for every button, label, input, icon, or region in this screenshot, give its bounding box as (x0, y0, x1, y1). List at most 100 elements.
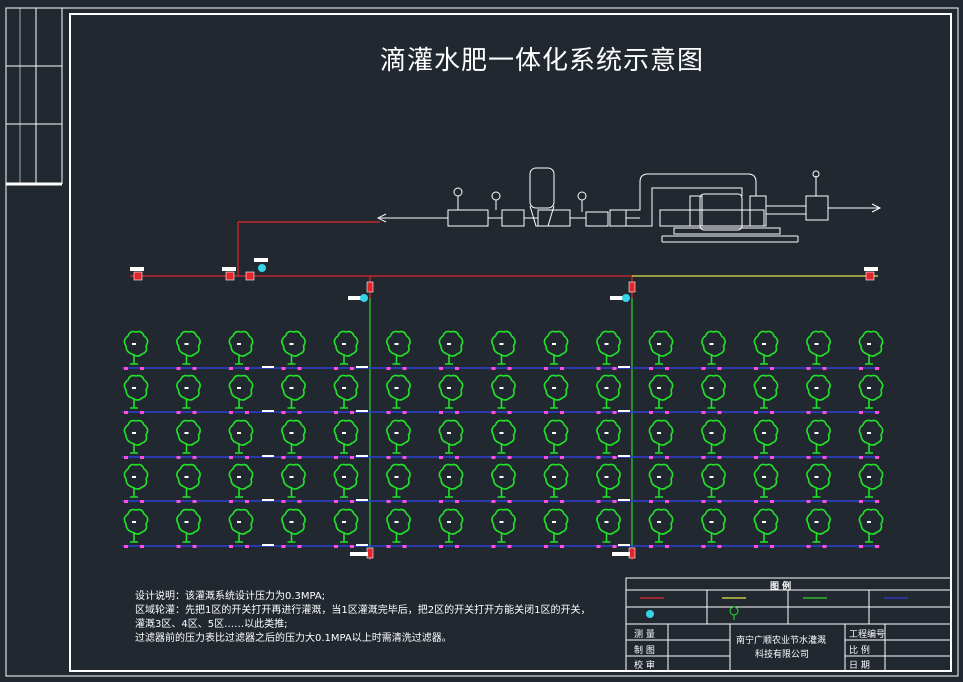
dripper-icon (665, 456, 669, 459)
tb-right2: 比 例 (849, 646, 870, 656)
tree-icon (753, 330, 779, 365)
dripper-icon (124, 456, 128, 459)
dripper-icon (859, 367, 863, 370)
tree-icon (701, 463, 726, 498)
tree-tag (447, 476, 451, 478)
dripper-icon (507, 367, 512, 370)
tree-tag (814, 343, 819, 345)
dripper-icon (245, 500, 249, 503)
dripper-icon (701, 411, 706, 414)
dripper-icon (596, 456, 601, 459)
lateral-tag (356, 410, 368, 412)
dripper-icon (140, 367, 144, 370)
tree-tag (762, 521, 766, 523)
dripper-icon (439, 545, 443, 548)
tree-tag (657, 343, 661, 345)
dripper-icon (491, 500, 496, 503)
dripper-icon (402, 367, 407, 370)
dripper-icon (665, 367, 669, 370)
tree-icon (228, 330, 254, 365)
tree-tag (132, 432, 136, 434)
tree-tag (237, 387, 241, 389)
dripper-icon (770, 367, 774, 370)
tree-icon (806, 419, 831, 454)
dripper-icon (875, 367, 879, 370)
dripper-icon (649, 500, 653, 503)
tree-tag (447, 521, 451, 523)
tree-icon (123, 419, 149, 454)
dripper-icon (822, 456, 827, 459)
tree-icon (123, 463, 149, 498)
dripper-icon (124, 367, 128, 370)
dripper-icon (192, 411, 197, 414)
tree-icon (386, 419, 411, 454)
tree-icon (281, 419, 306, 454)
tree-icon (648, 419, 674, 454)
tree-tag (762, 387, 766, 389)
tree-tag (394, 343, 399, 345)
tree-icon (176, 374, 201, 409)
tree-icon (596, 508, 621, 543)
tree-icon (281, 330, 306, 365)
dripper-icon (560, 456, 564, 459)
tree-icon (386, 508, 411, 543)
dripper-icon (297, 545, 302, 548)
inner-border (69, 13, 952, 672)
tree-icon (438, 419, 464, 454)
dripper-icon (334, 500, 338, 503)
dripper-icon (770, 545, 774, 548)
tree-tag (814, 476, 819, 478)
tree-icon (176, 419, 201, 454)
tree-tag (289, 387, 294, 389)
tree-icon (858, 374, 884, 409)
dripper-icon (245, 411, 249, 414)
dripper-icon (560, 545, 564, 548)
dripper-icon (665, 500, 669, 503)
tree-tag (552, 387, 556, 389)
dripper-icon (507, 456, 512, 459)
tree-tag (867, 476, 871, 478)
tree-icon (386, 463, 411, 498)
tree-icon (543, 419, 569, 454)
tree-tag (867, 521, 871, 523)
dripper-icon (140, 456, 144, 459)
dripper-icon (455, 367, 459, 370)
tree-tag (394, 476, 399, 478)
dripper-icon (806, 367, 811, 370)
tree-icon (123, 374, 149, 409)
dripper-icon (649, 367, 653, 370)
tree-icon (386, 330, 411, 365)
tree-tag (394, 521, 399, 523)
tree-icon (176, 508, 201, 543)
dripper-icon (859, 456, 863, 459)
tree-tag (604, 343, 609, 345)
tree-icon (596, 463, 621, 498)
dripper-icon (806, 456, 811, 459)
dripper-icon (491, 456, 496, 459)
tree-tag (814, 387, 819, 389)
diagram-title: 滴灌水肥一体化系统示意图 (380, 46, 705, 76)
dripper-icon (701, 500, 706, 503)
dripper-icon (124, 500, 128, 503)
tree-icon (491, 463, 516, 498)
dripper-icon (701, 367, 706, 370)
tree-tag (657, 476, 661, 478)
tree-icon (281, 374, 306, 409)
dripper-icon (612, 367, 617, 370)
tree-tag (342, 387, 346, 389)
dripper-icon (560, 367, 564, 370)
tree-tag (342, 476, 346, 478)
dripper-icon (491, 411, 496, 414)
dripper-icon (281, 367, 286, 370)
tree-icon (543, 508, 569, 543)
tree-icon (596, 419, 621, 454)
dripper-icon (192, 500, 197, 503)
dripper-icon (507, 500, 512, 503)
dripper-icon (544, 500, 548, 503)
dripper-icon (770, 500, 774, 503)
tree-tag (184, 476, 189, 478)
dripper-icon (350, 500, 354, 503)
lateral-tag (618, 410, 630, 412)
tree-icon (648, 330, 674, 365)
dripper-icon (455, 456, 459, 459)
